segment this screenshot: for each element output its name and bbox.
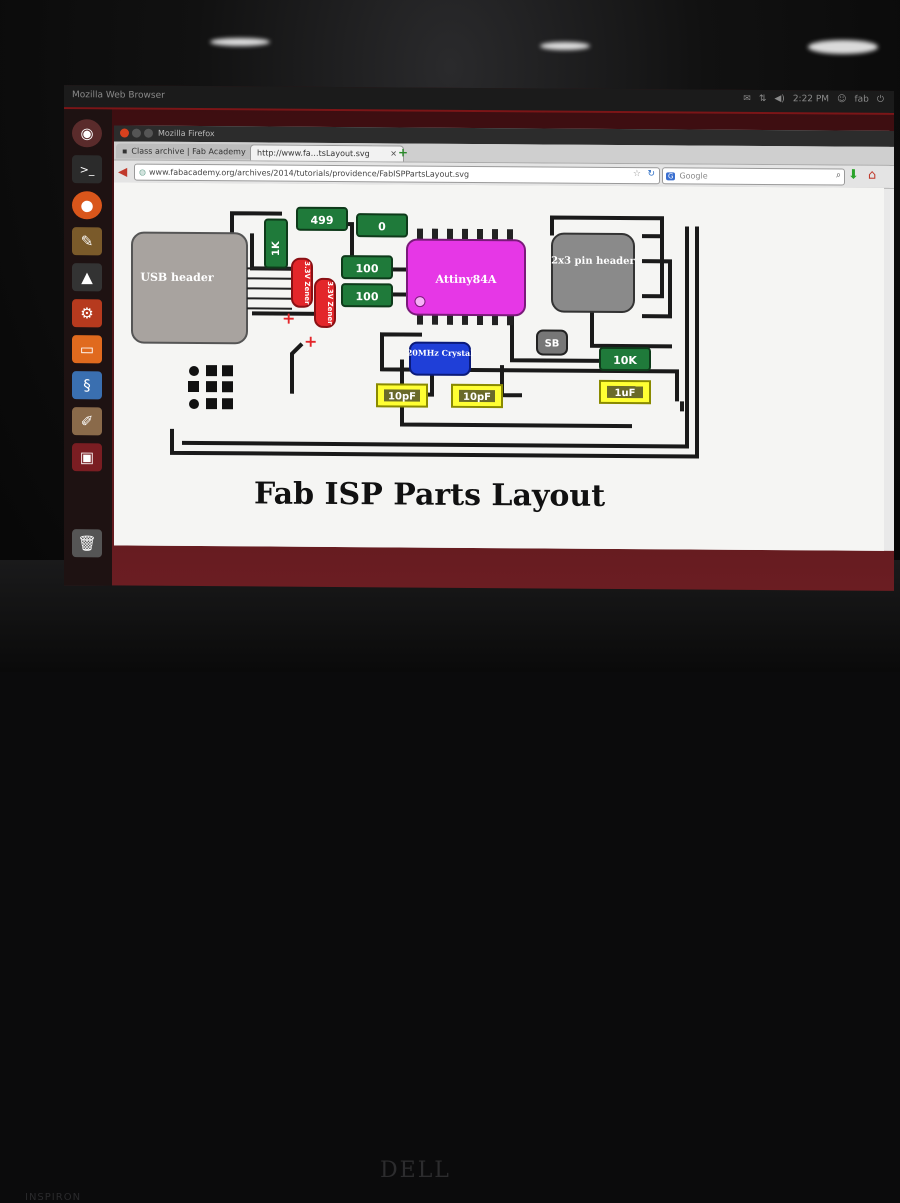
firefox-window: Mozilla Firefox ▪ Class archive | Fab Ac… [114, 125, 894, 550]
usb-header [132, 233, 247, 344]
new-tab-icon[interactable]: + [398, 145, 408, 159]
search-engine-icon[interactable]: G [666, 172, 675, 180]
usb-header-label: USB header [140, 271, 213, 285]
resistor-1k-label: 1K [271, 240, 282, 256]
window-title: Mozilla Firefox [158, 129, 215, 138]
capacitor-1uf-label: 1uF [615, 388, 636, 399]
page-content: USB header 1K [114, 182, 884, 550]
bookmark-star-icon[interactable]: ☆ [633, 169, 641, 179]
panel-app-title: Mozilla Web Browser [72, 90, 165, 101]
panel-user[interactable]: fab [854, 95, 868, 105]
ceiling-light-glare [808, 40, 878, 54]
top-panel: Mozilla Web Browser ✉ ⇅ ◀) 2:22 PM ☺ fab… [64, 85, 894, 115]
home-icon[interactable]: ⌂ [868, 168, 876, 183]
terminal-icon[interactable]: >_ [72, 155, 102, 183]
reload-icon[interactable]: ↻ [647, 169, 655, 179]
solder-bridge-label: SB [545, 338, 560, 349]
polarity-plus-a: + [282, 309, 295, 328]
panel-clock[interactable]: 2:22 PM [793, 94, 829, 104]
screen-icon[interactable]: ▣ [72, 443, 102, 471]
board-layout: USB header 1K [122, 193, 702, 467]
capacitor-10pf-a-label: 10pF [388, 391, 416, 402]
resistor-499-label: 499 [311, 214, 334, 227]
python-icon[interactable]: § [72, 371, 102, 399]
pad-grid [188, 365, 233, 409]
inkscape-alt-icon[interactable]: ▲ [72, 263, 102, 291]
tab-label: Class archive | Fab Academy [131, 147, 245, 157]
monitor-model: INSPIRON [25, 1192, 81, 1203]
tab-svg[interactable]: http://www.fa…tsLayout.svg ✕ [250, 144, 404, 161]
tab-label: http://www.fa…tsLayout.svg [257, 148, 370, 158]
search-placeholder: Google [679, 171, 707, 180]
panel-indicators: ✉ ⇅ ◀) 2:22 PM ☺ fab ⏻ [743, 94, 884, 105]
zener-b-label: 3.3V Zener [326, 281, 334, 325]
ceiling-light-glare [540, 42, 590, 50]
software-center-icon[interactable]: ⚙ [72, 299, 102, 327]
url-text: www.fabacademy.org/archives/2014/tutoria… [149, 168, 469, 179]
zener-a-label: 3.3V Zener [303, 261, 311, 305]
mail-icon[interactable]: ✉ [743, 94, 751, 104]
close-window-button[interactable] [120, 128, 129, 137]
crystal-label: 20MHz Crystal [407, 347, 474, 357]
url-bar[interactable]: ◍ www.fabacademy.org/archives/2014/tutor… [134, 164, 660, 185]
favicon-icon: ▪ [122, 147, 127, 156]
globe-icon: ◍ [139, 168, 146, 177]
usb-pins [247, 268, 292, 308]
inkscape-icon[interactable]: ✎ [72, 227, 102, 255]
power-icon[interactable]: ⏻ [877, 95, 884, 105]
pin1-marker [415, 297, 425, 307]
network-icon[interactable]: ⇅ [759, 94, 767, 104]
attiny84a-label: Attiny84A [435, 273, 497, 286]
capacitor-10pf-b-label: 10pF [463, 392, 491, 403]
pin-header-label: 2x3 pin header [551, 256, 635, 268]
back-arrow-icon[interactable]: ◀ [118, 164, 127, 178]
ceiling-light-glare [210, 38, 270, 46]
download-arrow-icon[interactable]: ⬇ [848, 168, 859, 183]
dash-icon[interactable]: ◉ [72, 119, 102, 147]
monitor-brand: DELL [380, 1158, 451, 1183]
resistor-100-a-label: 100 [356, 262, 379, 275]
minimize-window-button[interactable] [132, 129, 141, 138]
resistor-0-label: 0 [378, 220, 386, 233]
user-icon[interactable]: ☺ [837, 94, 846, 104]
pin-header-2x3 [552, 234, 634, 313]
files-icon[interactable]: ▭ [72, 335, 102, 363]
page-title: Fab ISP Parts Layout [254, 476, 605, 513]
resistor-10k-label: 10K [613, 354, 637, 367]
tab-class-archive[interactable]: ▪ Class archive | Fab Academy [116, 143, 256, 159]
volume-icon[interactable]: ◀) [774, 94, 784, 104]
search-box[interactable]: G Google ⌕ [662, 167, 845, 185]
launcher: ◉ >_ ● ✎ ▲ ⚙ ▭ § ✐ ▣ 🗑 [64, 109, 112, 585]
screen: Mozilla Web Browser ✉ ⇅ ◀) 2:22 PM ☺ fab… [64, 85, 894, 591]
resistor-100-b-label: 100 [356, 290, 379, 303]
maximize-window-button[interactable] [144, 129, 153, 138]
search-icon[interactable]: ⌕ [836, 170, 841, 180]
polarity-plus-b: + [304, 332, 317, 351]
gimp-icon[interactable]: ✐ [72, 407, 102, 435]
trash-icon[interactable]: 🗑 [72, 529, 102, 557]
close-tab-icon[interactable]: ✕ [390, 149, 397, 158]
firefox-icon[interactable]: ● [72, 191, 102, 219]
